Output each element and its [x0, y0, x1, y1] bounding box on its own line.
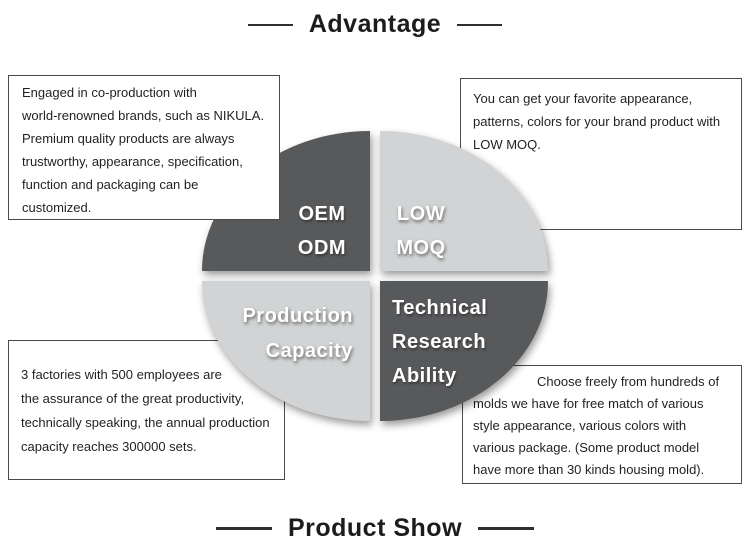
- description-line: various package. (Some product model: [473, 440, 700, 455]
- oem-label: OEM: [298, 203, 345, 225]
- heading-rule-right: [478, 527, 535, 530]
- description-line: LOW MOQ.: [473, 137, 541, 152]
- description-line: technically speaking, the annual product…: [21, 415, 270, 430]
- low-label: LOW: [397, 203, 445, 225]
- low-moq-description-box: You can get your favorite appearance, pa…: [460, 78, 742, 230]
- production-capacity-description-box: 3 factories with 500 employees are the a…: [8, 340, 285, 480]
- heading-rule-left: [247, 23, 293, 26]
- ability-label: Ability: [392, 365, 457, 387]
- description-line: style appearance, various colors with: [473, 418, 687, 433]
- description-line: Engaged in co-production with: [22, 85, 197, 100]
- moq-label: MOQ: [396, 237, 445, 259]
- heading-rule-right: [457, 23, 503, 26]
- description-line: Premium quality products are always: [22, 131, 235, 146]
- description-line: have more than 30 kinds housing mold).: [473, 462, 705, 477]
- description-line: the assurance of the great productivity,: [21, 391, 245, 406]
- description-line: Choose freely from hundreds of: [537, 374, 720, 389]
- technical-research-description-box: Choose freely from hundreds of molds we …: [462, 365, 742, 484]
- description-line: customized.: [22, 200, 92, 215]
- product-show-heading: Product Show: [0, 514, 750, 543]
- advantage-heading: Advantage: [0, 10, 750, 39]
- production-label: Production: [242, 305, 353, 327]
- description-line: You can get your favorite appearance,: [473, 91, 693, 106]
- description-line: molds we have for free match of various: [473, 396, 704, 411]
- heading-rule-left: [215, 527, 272, 530]
- description-line: world-renowned brands, such as NIKULA.: [22, 108, 265, 123]
- description-line: patterns, colors for your brand product …: [473, 114, 721, 129]
- oem-odm-description-box: Engaged in co-production with world-reno…: [8, 75, 280, 220]
- product-show-title: Product Show: [287, 514, 463, 542]
- description-line: trustworthy, appearance, specification,: [22, 154, 243, 169]
- description-line: function and packaging can be: [22, 177, 199, 192]
- odm-label: ODM: [298, 237, 346, 259]
- description-line: 3 factories with 500 employees are: [21, 367, 222, 382]
- research-label: Research: [392, 331, 486, 353]
- page-title: Advantage: [308, 10, 442, 38]
- technical-label: Technical: [392, 297, 487, 319]
- description-line: capacity reaches 300000 sets.: [21, 439, 197, 454]
